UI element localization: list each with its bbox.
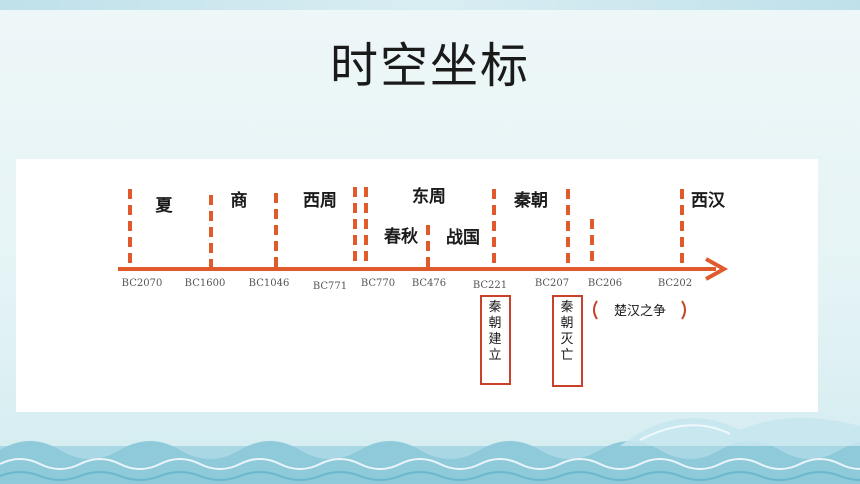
period-label-western-zhou: 西周: [303, 191, 337, 211]
timeline-panel: BC2070 BC1600 BC1046 BC771 BC770 BC476 B…: [16, 159, 818, 412]
date-label: BC771: [313, 281, 347, 292]
period-label-warring-states: 战国: [446, 228, 480, 248]
period-label-eastern-zhou: 东周: [412, 186, 446, 207]
date-label: BC1600: [185, 278, 226, 289]
period-label-qin: 秦朝: [514, 190, 548, 211]
wave-decoration: [0, 417, 860, 484]
period-label-western-han: 西汉: [691, 191, 726, 211]
bracket-left: [593, 300, 598, 320]
event-box-qin-fall: [552, 295, 583, 387]
top-decoration-bar: [0, 0, 860, 10]
date-label: BC2070: [122, 278, 163, 289]
date-label: BC1046: [249, 278, 290, 289]
event-label-qin-fall: 秦朝灭亡: [560, 300, 573, 363]
timeline-diagram: BC2070 BC1600 BC1046 BC771 BC770 BC476 B…: [118, 186, 729, 387]
date-label: BC207: [535, 278, 569, 289]
date-label: BC202: [658, 278, 692, 289]
period-label-shang: 商: [231, 190, 248, 211]
slide-title: 时空坐标: [329, 38, 530, 94]
date-label: BC476: [412, 278, 446, 289]
period-label-xia: 夏: [156, 196, 174, 216]
event-box-qin-founded: [480, 295, 511, 385]
date-label: BC221: [473, 280, 507, 291]
date-label: BC770: [361, 278, 395, 289]
period-label-spring-autumn: 春秋: [384, 226, 419, 247]
event-label-qin-founded: 秦朝建立: [488, 300, 501, 363]
bracket-label-chu-han-contention: 楚汉之争: [614, 304, 666, 319]
timeline-arrowhead: [705, 257, 729, 281]
bracket-right: [681, 300, 686, 320]
date-label: BC206: [588, 278, 622, 289]
